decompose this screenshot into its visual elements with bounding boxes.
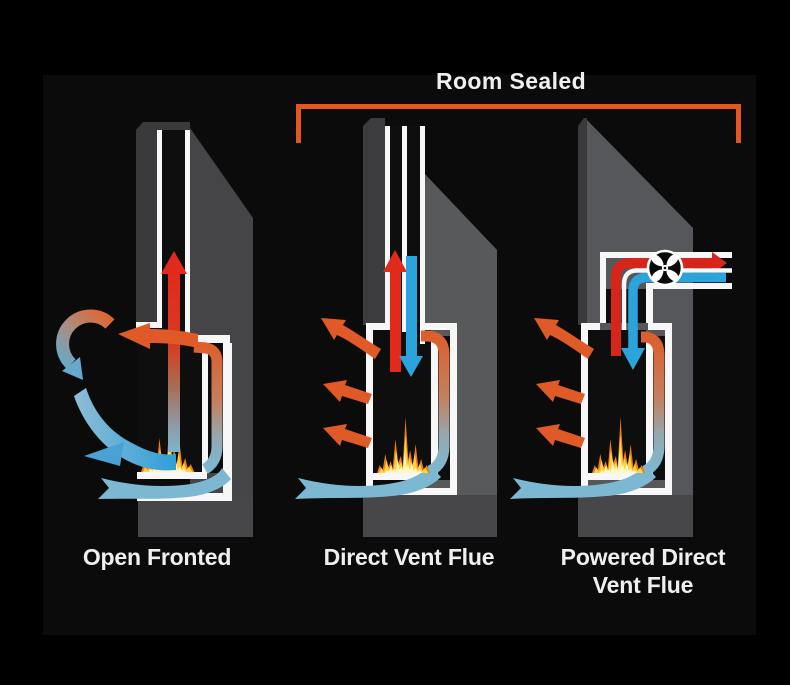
room-air-arrow bbox=[510, 465, 656, 499]
fan-icon bbox=[648, 251, 682, 285]
room-sealed-bracket bbox=[296, 104, 741, 143]
radiant-heat-arrows bbox=[321, 318, 381, 448]
hearth-plinth bbox=[363, 495, 497, 537]
convection-channel bbox=[421, 330, 450, 476]
hearth-plinth bbox=[578, 495, 693, 537]
room-air-arrow bbox=[98, 468, 231, 499]
combustion-air-sweep bbox=[74, 388, 176, 471]
intake-in-arrow bbox=[628, 272, 726, 350]
chimney-wall-left bbox=[363, 118, 385, 325]
chimney-wall-left bbox=[578, 118, 587, 325]
exhaust-out-arrow bbox=[611, 258, 712, 356]
hearth-plinth bbox=[138, 497, 253, 537]
exhaust-up-arrow bbox=[390, 270, 401, 372]
radiant-heat-arrows bbox=[534, 318, 594, 448]
diagram-direct-vent-flue bbox=[295, 118, 497, 537]
room-sealed-title: Room Sealed bbox=[435, 68, 587, 94]
label-open-fronted: Open Fronted bbox=[82, 544, 232, 570]
label-powered-direct-vent-flue: Powered Direct Vent Flue bbox=[560, 544, 726, 598]
exhaust-up-arrow bbox=[168, 272, 180, 452]
chimney-wall-left bbox=[136, 122, 157, 325]
diagram-open-fronted bbox=[56, 122, 253, 537]
room-air-arrow bbox=[295, 465, 441, 499]
diagram-powered-direct-vent-flue bbox=[510, 118, 732, 537]
label-direct-vent-flue: Direct Vent Flue bbox=[323, 544, 495, 570]
convection-channel bbox=[193, 341, 223, 474]
convection-channel bbox=[641, 331, 665, 476]
heat-out-arrow bbox=[118, 323, 198, 349]
air-swirl-arrow bbox=[56, 309, 115, 369]
intake-down-arrow bbox=[406, 256, 417, 358]
